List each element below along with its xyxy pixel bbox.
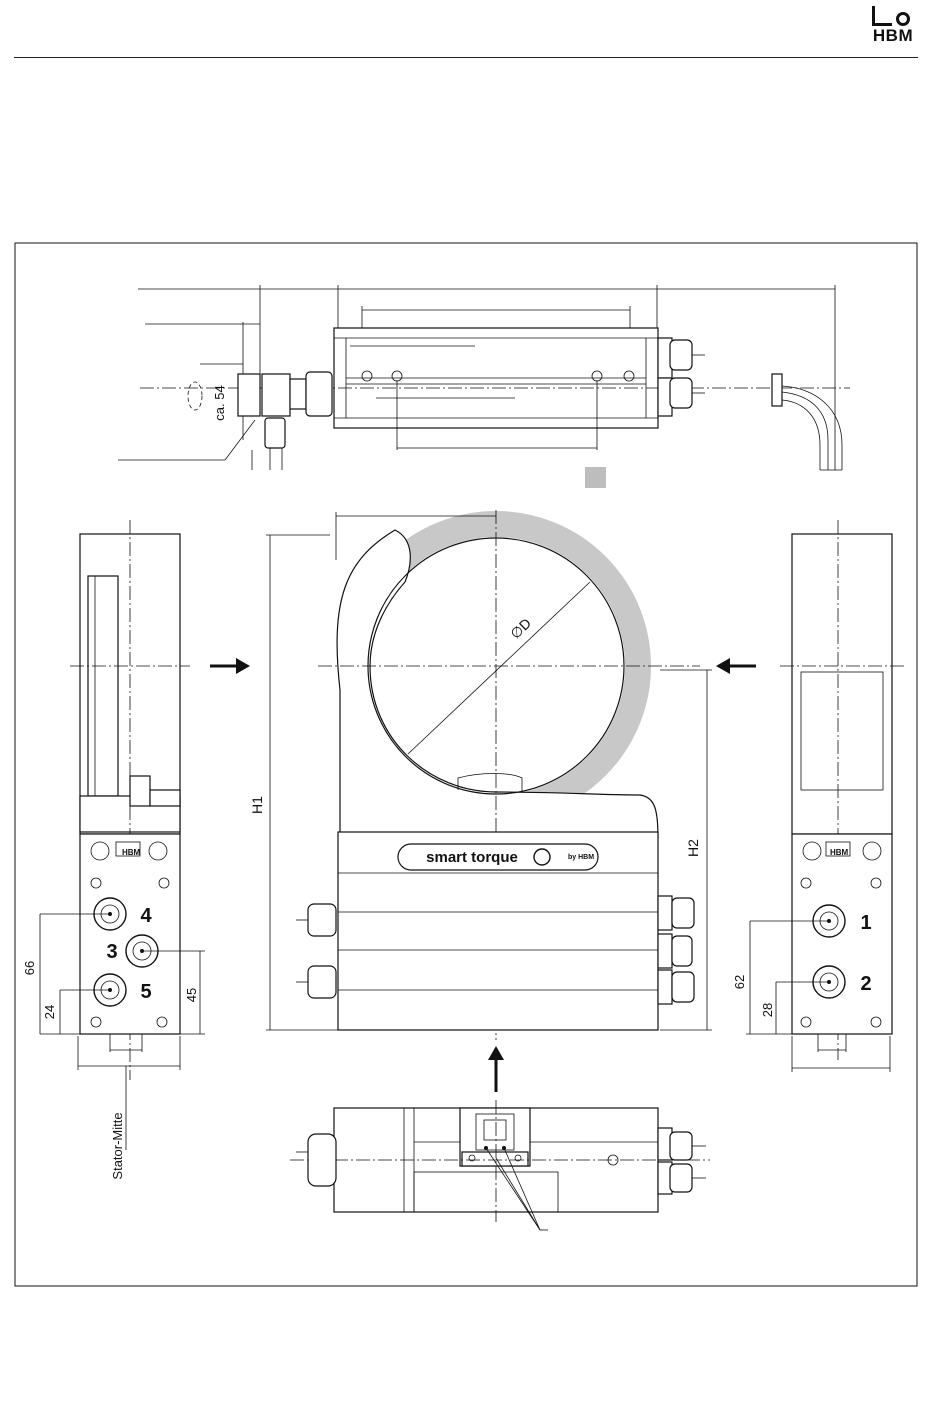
dim-H2-label: H2 [685,839,701,857]
right-side-view [746,520,905,1072]
connector-label-1: 1 [860,912,871,934]
connector-label-3: 3 [106,941,117,963]
diameter-dimension-line [408,582,590,754]
dim-ca54-label: ca. 54 [212,385,227,420]
dim-24-label: 24 [42,1005,57,1019]
brand-plate-subtext: by HBM [568,854,594,861]
dim-45-label: 45 [184,988,199,1002]
bottom-view [290,1100,710,1230]
dim-28-label: 28 [760,1003,775,1017]
dim-62-label: 62 [732,975,747,989]
front-view [210,510,756,1092]
connector-right-2 [672,936,692,966]
dim-66-label: 66 [22,961,37,975]
dim-H1-label: H1 [249,796,265,814]
left-connector-block [80,834,180,1034]
connector-right-1 [672,898,694,928]
left-plate-logo: HBM [122,848,141,857]
stator-center-label: Stator-Mitte [110,1112,125,1179]
left-side-view [40,520,205,1150]
gray-marker-square [585,467,606,488]
connector-left-top [308,904,336,936]
right-connector-block [792,834,892,1034]
connector-left-bottom [308,966,336,998]
connector-label-2: 2 [860,973,871,995]
brand-plate-text: smart torque [426,849,518,866]
connector-label-4: 4 [140,905,152,927]
connector-right-3 [672,972,694,1002]
dim-diameter-label: ∅D [507,615,534,642]
top-view [118,285,850,488]
connector-label-5: 5 [140,981,151,1003]
right-plate-logo: HBM [830,848,849,857]
